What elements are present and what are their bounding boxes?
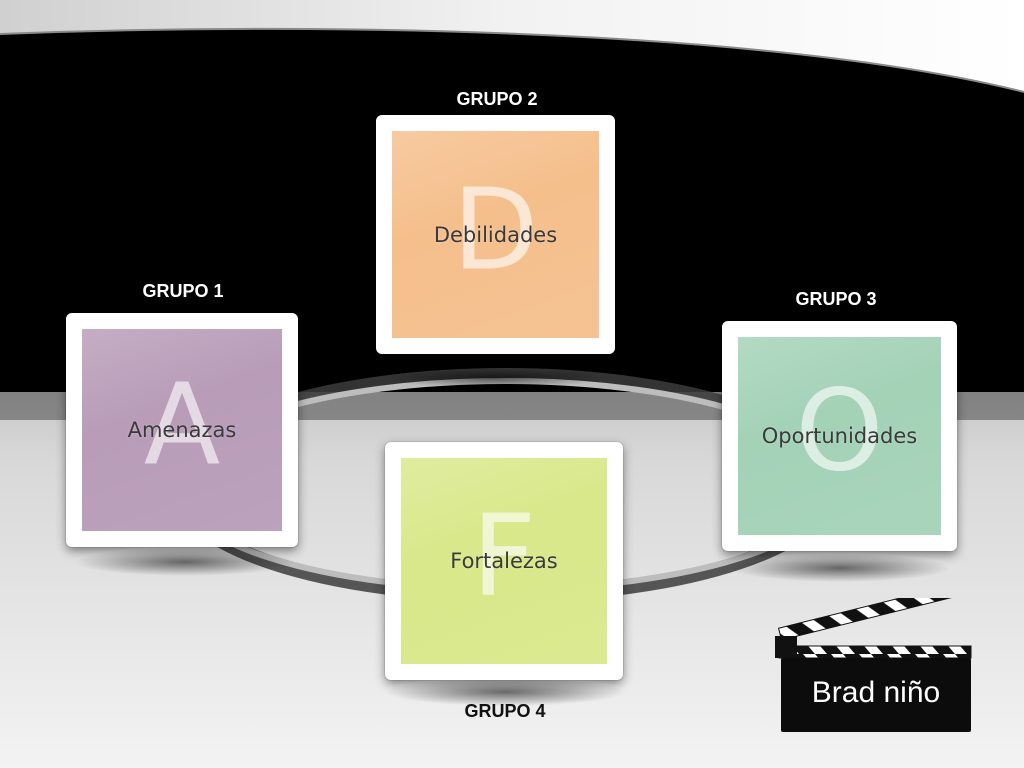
- debilidades-word: Debilidades: [433, 222, 558, 247]
- clapperboard-text: Brad niño: [811, 676, 941, 709]
- amenazas-tile: A Amenazas: [82, 329, 282, 531]
- oportunidades-word: Oportunidades: [761, 424, 918, 448]
- amenazas-card: A Amenazas: [66, 313, 298, 547]
- group-4-label: GRUPO 4: [464, 701, 546, 721]
- group-1-label: GRUPO 1: [142, 281, 224, 301]
- oportunidades-tile: O Oportunidades: [738, 337, 941, 535]
- tile-sheen: [392, 131, 599, 338]
- fortalezas-card: F Fortalezas: [385, 442, 623, 680]
- clapperboard-icon: [775, 598, 972, 732]
- fortalezas-tile: F Fortalezas: [401, 458, 607, 664]
- debilidades-letter: D: [452, 165, 539, 296]
- fortalezas-letter: F: [471, 491, 537, 622]
- group-2-label: GRUPO 2: [456, 89, 538, 109]
- amenazas-letter: A: [143, 360, 221, 491]
- tile-sheen: [738, 337, 941, 535]
- debilidades-tile: D Debilidades: [392, 131, 599, 338]
- debilidades-card: D Debilidades: [376, 115, 615, 354]
- tile-sheen: [401, 458, 607, 664]
- tile-sheen: [82, 329, 282, 531]
- amenazas-word: Amenazas: [127, 418, 237, 442]
- fortalezas-word: Fortalezas: [450, 549, 558, 573]
- group-3-label: GRUPO 3: [795, 289, 877, 309]
- oportunidades-card: O Oportunidades: [722, 321, 957, 551]
- oportunidades-letter: O: [795, 366, 884, 497]
